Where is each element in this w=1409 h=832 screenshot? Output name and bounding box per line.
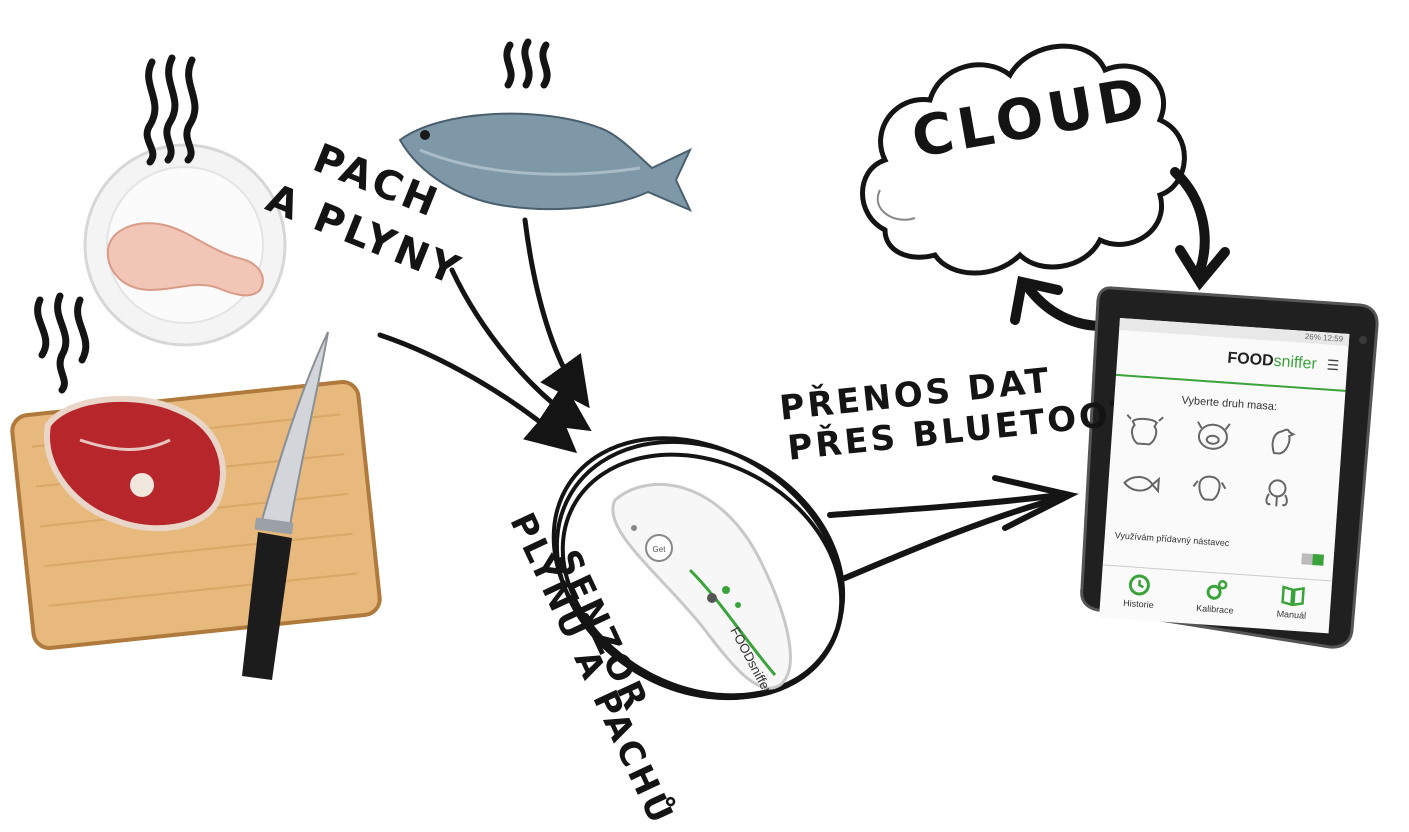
hamburger-menu-icon[interactable]: ☰	[1326, 356, 1340, 374]
odor-flow-arrows	[377, 217, 592, 454]
book-icon	[1280, 585, 1305, 607]
nav-history-label: Historie	[1122, 597, 1155, 611]
fish-type-icon[interactable]	[1119, 465, 1190, 509]
app-logo-part2: sniffer	[1272, 352, 1318, 373]
beef-icon[interactable]	[1123, 413, 1194, 457]
attachment-toggle[interactable]	[1301, 553, 1324, 566]
app-logo-part1: FOOD	[1226, 349, 1275, 370]
sensor-scribble-circle	[551, 436, 846, 701]
nav-manual[interactable]: Manuál	[1252, 576, 1332, 633]
bottom-navigation: Historie Kalibrace Manuál	[1099, 564, 1333, 634]
cloud-icon	[860, 43, 1187, 276]
foodsniffer-sensor-device	[611, 482, 792, 690]
nav-calibration-label: Kalibrace	[1195, 603, 1234, 616]
pork-icon[interactable]	[1191, 417, 1262, 461]
poultry-icon[interactable]	[1260, 422, 1331, 466]
bluetooth-transfer-arrow	[827, 475, 1079, 581]
history-icon	[1129, 574, 1151, 596]
knife-icon	[242, 331, 329, 680]
nav-history[interactable]: Historie	[1099, 565, 1179, 622]
gear-icon	[1206, 580, 1228, 600]
attachment-label: Využívám přídavný nástavec	[1114, 530, 1230, 549]
meat-type-grid	[1107, 412, 1343, 520]
lamb-icon[interactable]	[1187, 470, 1258, 514]
steak-icon	[43, 395, 226, 532]
diagram-scene: Get FOODsniffer	[10, 38, 1379, 701]
sensor-button-label: Get	[653, 545, 667, 554]
nav-calibration[interactable]: Kalibrace	[1176, 571, 1256, 628]
odor-lines-icon	[34, 38, 551, 394]
plate-with-chicken-icon	[83, 143, 287, 347]
attachment-setting: Využívám přídavný nástavec	[1114, 530, 1324, 566]
app-logo: FOODsniffer	[1226, 349, 1318, 374]
tablet-screen: 26% 12:59 FOODsniffer ☰ Vyberte druh mas…	[1099, 318, 1350, 634]
fish-icon	[398, 112, 693, 212]
seafood-icon[interactable]	[1256, 475, 1327, 519]
nav-manual-label: Manuál	[1276, 608, 1307, 621]
